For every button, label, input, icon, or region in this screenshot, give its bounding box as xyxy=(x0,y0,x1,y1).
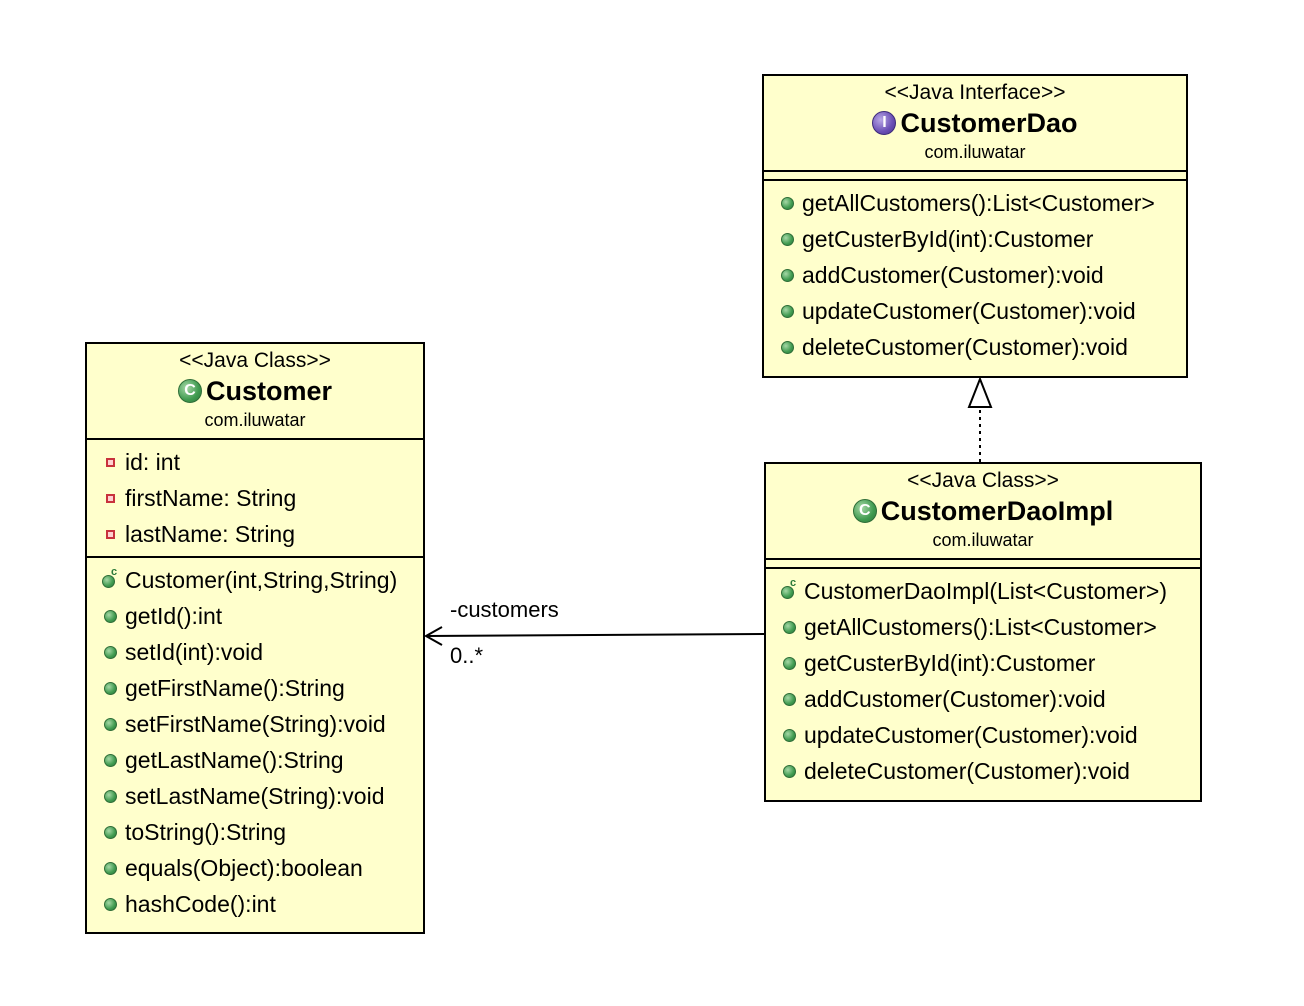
method-item[interactable]: getAllCustomers():List<Customer> xyxy=(778,185,1186,221)
association-role-label: -customers xyxy=(450,597,559,622)
public-method-icon xyxy=(103,789,117,803)
public-method-icon xyxy=(103,897,117,911)
method-item[interactable]: deleteCustomer(Customer):void xyxy=(778,329,1186,365)
method-item[interactable]: getAllCustomers():List<Customer> xyxy=(780,609,1200,645)
public-method-icon xyxy=(782,728,796,742)
public-method-icon xyxy=(782,764,796,778)
public-method-icon xyxy=(103,825,117,839)
method-item[interactable]: setFirstName(String):void xyxy=(101,706,423,742)
field-item[interactable]: lastName: String xyxy=(101,516,423,552)
method-item[interactable]: addCustomer(Customer):void xyxy=(778,257,1186,293)
package-label: com.iluwatar xyxy=(204,410,306,430)
class-header: <<Java Interface>> I CustomerDao com.ilu… xyxy=(764,76,1186,164)
association-multiplicity-label: 0..* xyxy=(450,643,484,668)
public-method-icon xyxy=(103,609,117,623)
method-item[interactable]: getCusterById(int):Customer xyxy=(780,645,1200,681)
public-method-icon xyxy=(782,656,796,670)
constructor-icon: c xyxy=(781,577,797,599)
public-method-icon xyxy=(780,232,794,246)
class-box-customer[interactable]: <<Java Class>> C Customer com.iluwatar i… xyxy=(85,342,425,934)
package-label: com.iluwatar xyxy=(924,142,1026,162)
public-method-icon xyxy=(103,645,117,659)
method-item[interactable]: setLastName(String):void xyxy=(101,778,423,814)
method-item[interactable]: getLastName():String xyxy=(101,742,423,778)
field-item[interactable]: id: int xyxy=(101,444,423,480)
class-box-customer-dao[interactable]: <<Java Interface>> I CustomerDao com.ilu… xyxy=(762,74,1188,378)
field-item[interactable]: firstName: String xyxy=(101,480,423,516)
stereotype-label: <<Java Class>> xyxy=(907,469,1059,492)
method-item[interactable]: toString():String xyxy=(101,814,423,850)
class-header: <<Java Class>> C CustomerDaoImpl com.ilu… xyxy=(766,464,1200,552)
class-header: <<Java Class>> C Customer com.iluwatar xyxy=(87,344,423,432)
public-method-icon xyxy=(782,620,796,634)
method-item[interactable]: updateCustomer(Customer):void xyxy=(780,717,1200,753)
method-item[interactable]: getCusterById(int):Customer xyxy=(778,221,1186,257)
class-name: Customer xyxy=(205,376,333,406)
method-item[interactable]: hashCode():int xyxy=(101,886,423,922)
class-icon: C xyxy=(852,499,877,523)
method-item[interactable]: deleteCustomer(Customer):void xyxy=(780,753,1200,789)
public-method-icon xyxy=(103,861,117,875)
association-arrowhead xyxy=(423,626,443,646)
constructor-icon: c xyxy=(102,566,118,588)
private-field-icon xyxy=(105,493,115,503)
package-label: com.iluwatar xyxy=(932,530,1034,550)
method-item[interactable]: updateCustomer(Customer):void xyxy=(778,293,1186,329)
public-method-icon xyxy=(782,692,796,706)
method-item[interactable]: setId(int):void xyxy=(101,634,423,670)
method-item[interactable]: addCustomer(Customer):void xyxy=(780,681,1200,717)
public-method-icon xyxy=(103,753,117,767)
stereotype-label: <<Java Class>> xyxy=(179,349,331,372)
public-method-icon xyxy=(780,304,794,318)
interface-icon: I xyxy=(872,111,897,135)
class-name: CustomerDao xyxy=(900,108,1078,138)
stereotype-label: <<Java Interface>> xyxy=(884,81,1066,104)
public-method-icon xyxy=(780,268,794,282)
public-method-icon xyxy=(103,681,117,695)
method-item[interactable]: getFirstName():String xyxy=(101,670,423,706)
private-field-icon xyxy=(105,529,115,539)
realization-arrowhead xyxy=(967,376,993,408)
class-icon: C xyxy=(177,379,202,403)
methods-compartment: getAllCustomers():List<Customer> getCust… xyxy=(764,181,1186,369)
fields-compartment: id: int firstName: String lastName: Stri… xyxy=(87,440,423,556)
method-item[interactable]: equals(Object):boolean xyxy=(101,850,423,886)
class-name: CustomerDaoImpl xyxy=(880,496,1114,526)
association-line xyxy=(425,633,765,637)
public-method-icon xyxy=(780,196,794,210)
method-item[interactable]: getId():int xyxy=(101,598,423,634)
class-box-customer-dao-impl[interactable]: <<Java Class>> C CustomerDaoImpl com.ilu… xyxy=(764,462,1202,802)
public-method-icon xyxy=(103,717,117,731)
public-method-icon xyxy=(780,340,794,354)
private-field-icon xyxy=(105,457,115,467)
